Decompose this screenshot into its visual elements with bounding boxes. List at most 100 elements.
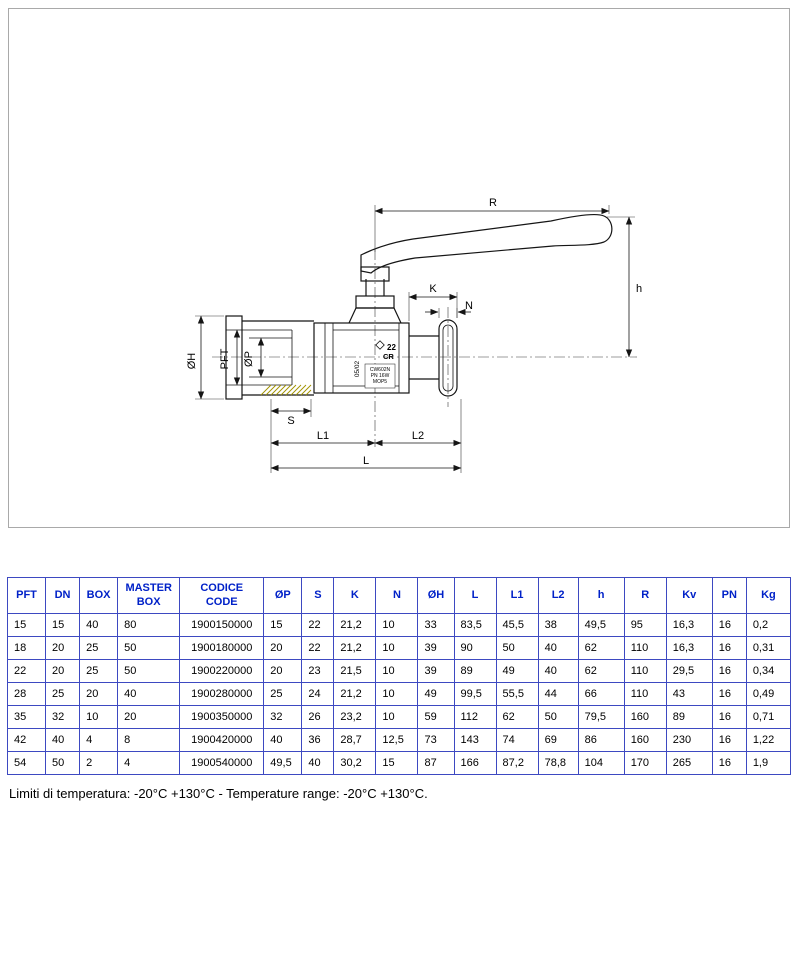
right-press-end — [409, 319, 458, 397]
spec-cell: 1,22 — [745, 728, 792, 752]
spec-cell: 29,5 — [665, 659, 713, 683]
spec-cell: 265 — [665, 751, 713, 775]
spec-cell: 32 — [45, 705, 81, 729]
spec-cell: 39 — [417, 636, 455, 660]
spec-cell: 110 — [623, 659, 667, 683]
spec-cell: 12,5 — [375, 728, 419, 752]
spec-cell: 15 — [263, 613, 303, 637]
col-header-oh: ØH — [417, 577, 455, 614]
brass-section-hatch — [260, 384, 312, 396]
spec-cell: 20 — [117, 705, 181, 729]
col-header-dn: DN — [45, 577, 81, 614]
spec-cell: 15 — [375, 751, 419, 775]
dimension-K: K — [408, 283, 458, 321]
dim-label-l1: L1 — [317, 430, 329, 442]
col-header-l: L — [453, 577, 497, 614]
spec-cell: 16,3 — [665, 636, 713, 660]
spec-cell: 95 — [623, 613, 667, 637]
spec-cell: 50 — [537, 705, 579, 729]
spec-cell: 110 — [623, 636, 667, 660]
dim-label-l: L — [363, 455, 369, 467]
spec-cell: 10 — [375, 705, 419, 729]
spec-cell: 80 — [117, 613, 181, 637]
spec-cell: 62 — [495, 705, 539, 729]
col-header-op: ØP — [263, 577, 303, 614]
dimension-OH: ØH — [186, 315, 224, 400]
spec-cell: 49 — [417, 682, 455, 706]
marking-date: 05/02 — [354, 360, 361, 377]
spec-cell: 36 — [301, 728, 335, 752]
col-header-l2: L2 — [537, 577, 579, 614]
spec-cell: 21,2 — [333, 682, 377, 706]
spec-cell: 1900150000 — [179, 613, 265, 637]
spec-cell: 26 — [301, 705, 335, 729]
spec-cell: 40 — [79, 613, 119, 637]
spec-cell: 170 — [623, 751, 667, 775]
spec-cell: 21,2 — [333, 613, 377, 637]
marking-spec-3: MOP5 — [373, 379, 387, 385]
spec-cell: 16 — [711, 728, 747, 752]
marking-spec-2: PN 16W — [371, 373, 390, 379]
spec-cell: 40 — [537, 636, 579, 660]
spec-cell: 66 — [577, 682, 625, 706]
stem-assembly — [348, 266, 402, 324]
dim-label-h: h — [636, 283, 642, 295]
spec-cell: 33 — [417, 613, 455, 637]
spec-cell: 54 — [6, 751, 47, 775]
spec-cell: 73 — [417, 728, 455, 752]
spec-cell: 24 — [301, 682, 335, 706]
ball-valve-technical-drawing: 22 CR 05/02 CW602N PN 16W MOP5 R h — [186, 197, 642, 473]
spec-cell: 35 — [6, 705, 47, 729]
spec-cell: 50 — [117, 659, 181, 683]
spec-cell: 23 — [301, 659, 335, 683]
spec-cell: 50 — [45, 751, 81, 775]
col-header-n: N — [375, 577, 419, 614]
spec-cell: 89 — [665, 705, 713, 729]
spec-cell: 110 — [623, 682, 667, 706]
spec-cell: 78,8 — [537, 751, 579, 775]
spec-cell: 1900540000 — [179, 751, 265, 775]
spec-cell: 40 — [263, 728, 303, 752]
spec-cell: 2 — [79, 751, 119, 775]
dimension-N: N — [425, 300, 473, 318]
dim-label-l2: L2 — [412, 430, 424, 442]
spec-cell: 20 — [263, 659, 303, 683]
spec-cell: 16 — [711, 751, 747, 775]
dim-label-n: N — [465, 300, 473, 312]
body-markings: 22 CR 05/02 CW602N PN 16W MOP5 — [354, 340, 396, 389]
spec-cell: 10 — [375, 659, 419, 683]
centerlines — [212, 249, 637, 447]
dimension-h: h — [607, 216, 642, 358]
spec-cell: 25 — [79, 636, 119, 660]
spec-cell: 25 — [79, 659, 119, 683]
spec-cell: 4 — [117, 751, 181, 775]
valve-drawing-frame: 22 CR 05/02 CW602N PN 16W MOP5 R h — [8, 8, 790, 528]
spec-cell: 79,5 — [577, 705, 625, 729]
lever-handle — [360, 213, 613, 274]
spec-cell: 16 — [711, 682, 747, 706]
spec-cell: 23,2 — [333, 705, 377, 729]
spec-cell: 1900280000 — [179, 682, 265, 706]
spec-cell: 59 — [417, 705, 455, 729]
spec-cell: 20 — [79, 682, 119, 706]
spec-cell: 87,2 — [495, 751, 539, 775]
col-header-codice-code: CODICE CODE — [179, 577, 265, 614]
spec-cell: 38 — [537, 613, 579, 637]
spec-cell: 16 — [711, 705, 747, 729]
spec-cell: 15 — [45, 613, 81, 637]
spec-cell: 16 — [711, 636, 747, 660]
spec-cell: 20 — [263, 636, 303, 660]
spec-cell: 55,5 — [495, 682, 539, 706]
spec-cell: 40 — [117, 682, 181, 706]
col-header-k: K — [333, 577, 377, 614]
spec-cell: 160 — [623, 728, 667, 752]
spec-cell: 32 — [263, 705, 303, 729]
spec-cell: 166 — [453, 751, 497, 775]
spec-cell: 25 — [45, 682, 81, 706]
spec-cell: 83,5 — [453, 613, 497, 637]
marking-spec-1: CW602N — [370, 367, 391, 373]
